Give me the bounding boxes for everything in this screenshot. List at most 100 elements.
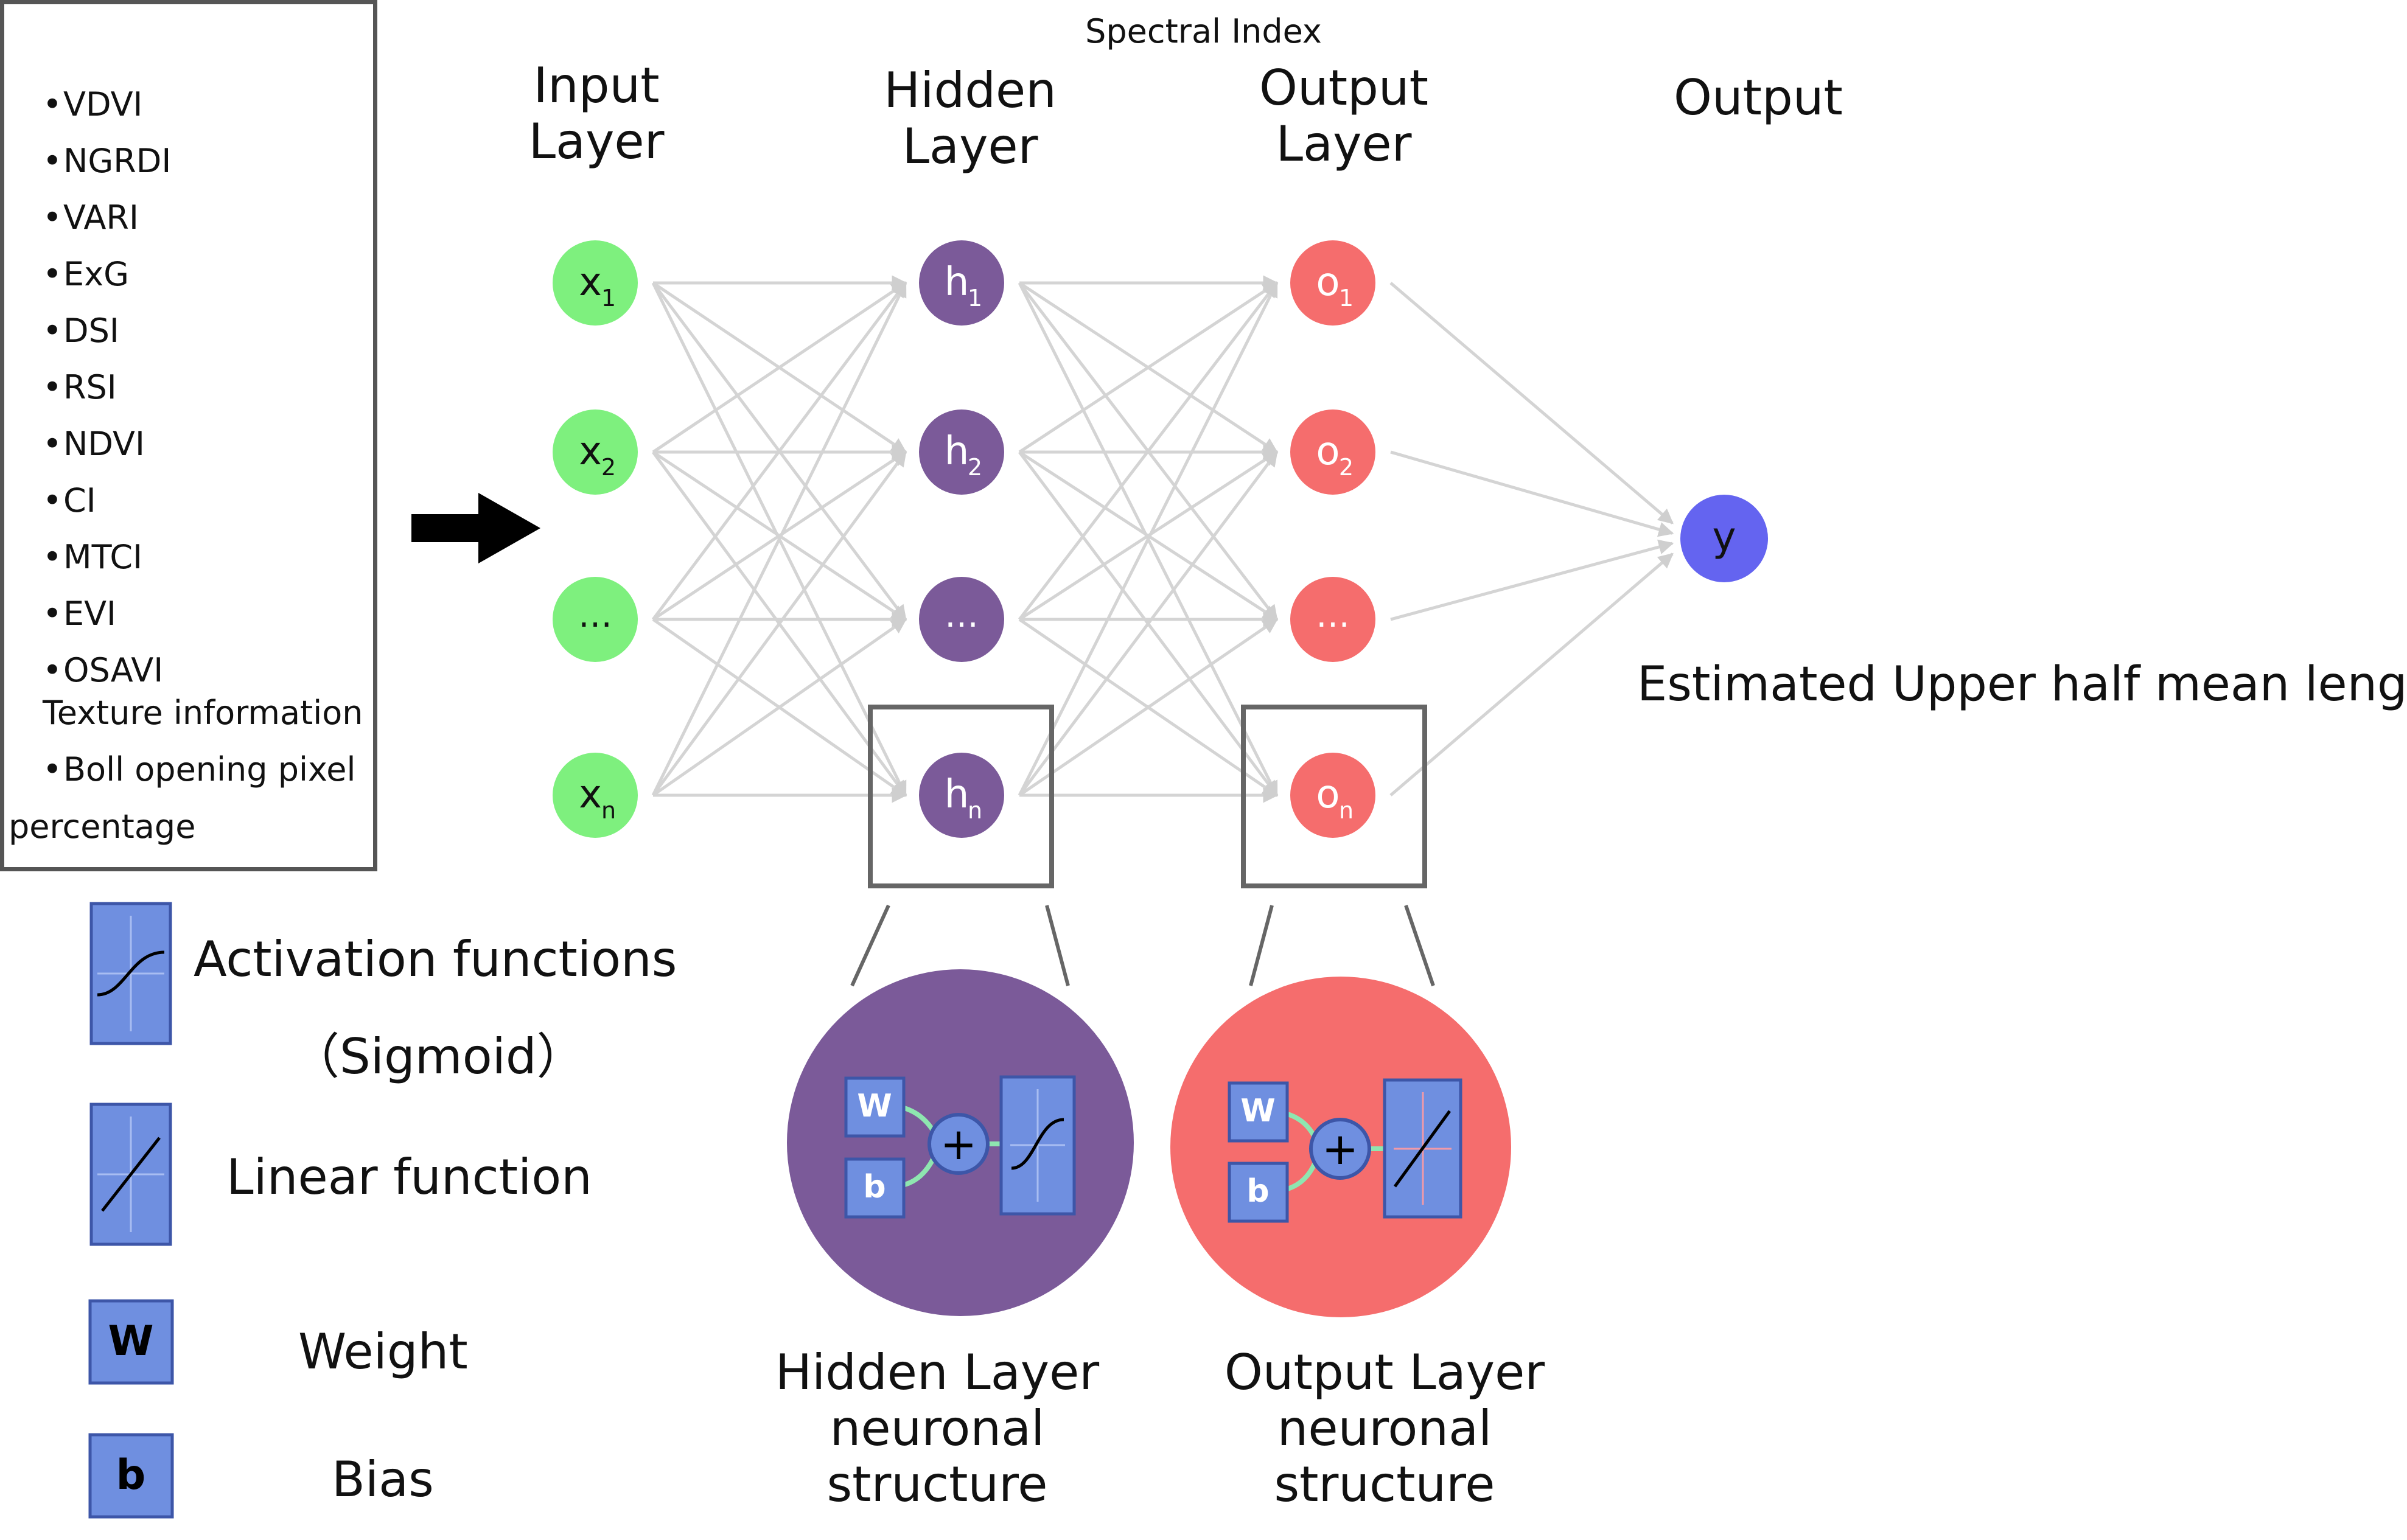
svg-text:2: 2 <box>968 454 982 481</box>
connection-edge <box>1018 451 1278 796</box>
legend-weight-icon: W <box>88 1299 174 1385</box>
zoom-line <box>1404 905 1435 986</box>
final-output-node: y <box>1680 495 1768 582</box>
spectral-index-title: Spectral Index <box>1085 12 1322 51</box>
connection-edge <box>652 282 907 621</box>
svg-text:n: n <box>1339 797 1354 824</box>
texture-item: •Boll opening pixel <box>43 750 356 789</box>
spectral-index-item: •VDVI <box>43 85 143 124</box>
input-node-3: … <box>553 577 638 662</box>
legend-bias-icon: b <box>88 1433 174 1519</box>
hidden-node-1: h1 <box>919 240 1004 326</box>
svg-text:o: o <box>1316 260 1340 305</box>
connection-edge <box>1390 539 1674 621</box>
connection-edge <box>1018 281 1279 796</box>
texture-info-title: Texture information <box>43 694 363 732</box>
svg-text:x: x <box>579 772 602 817</box>
legend-sigmoid-label: （Sigmoid） <box>291 1028 585 1085</box>
svg-text:1: 1 <box>968 285 982 312</box>
output-node-1: o1 <box>1290 240 1375 326</box>
svg-text:1: 1 <box>601 285 616 312</box>
linear-icon <box>1383 1078 1462 1219</box>
output-node-2: o2 <box>1290 409 1375 495</box>
bias-icon: b <box>1228 1162 1289 1223</box>
connection-edge <box>651 450 907 796</box>
texture-item-cont: percentage <box>9 807 196 846</box>
weight-icon: W <box>844 1076 906 1138</box>
svg-text:b: b <box>116 1451 146 1499</box>
spectral-index-item: •NGRDI <box>43 142 172 180</box>
svg-text:+: + <box>1322 1123 1358 1174</box>
hidden-node-3: … <box>919 577 1004 662</box>
output-title: Output <box>1674 69 1843 126</box>
connection-edge <box>652 618 907 797</box>
svg-text:h: h <box>945 260 969 305</box>
estimated-output-label: Estimated Upper half mean length <box>1637 657 2407 712</box>
svg-text:W: W <box>857 1088 892 1124</box>
spectral-index-item: •MTCI <box>43 538 143 576</box>
input-node-1: x1 <box>553 240 638 326</box>
spectral-index-item: •RSI <box>43 368 117 406</box>
svg-text:x: x <box>579 260 602 305</box>
sigmoid-icon <box>999 1075 1076 1216</box>
svg-text:y: y <box>1712 514 1736 560</box>
input-arrow-icon <box>411 493 540 563</box>
legend-sigmoid-icon <box>89 902 172 1045</box>
output-node-4: on <box>1290 753 1375 838</box>
legend-linear-label: Linear function <box>226 1149 592 1205</box>
hidden-node-highlight-box <box>868 705 1054 888</box>
svg-text:o: o <box>1316 772 1340 817</box>
output-neuron-structure: W b + <box>1170 977 1511 1317</box>
connection-edge <box>1018 281 1279 454</box>
input-node-2: x2 <box>553 409 638 495</box>
connection-edge <box>651 281 907 796</box>
connection-edge <box>1018 282 1278 621</box>
legend-linear-icon <box>89 1103 172 1246</box>
svg-text:…: … <box>945 596 979 635</box>
svg-text:b: b <box>863 1169 886 1205</box>
connection-edge <box>652 281 907 454</box>
spectral-index-item: •OSAVI <box>43 651 164 689</box>
svg-text:W: W <box>1240 1093 1275 1129</box>
svg-text:b: b <box>1246 1173 1269 1210</box>
spectral-index-item: •NDVI <box>43 425 145 463</box>
connection-edge <box>1390 450 1674 537</box>
zoom-line <box>850 904 890 987</box>
svg-text:1: 1 <box>1339 285 1354 312</box>
sum-icon: + <box>928 1113 990 1175</box>
svg-text:x: x <box>579 429 602 474</box>
hidden-neuron-structure: W b + <box>787 969 1134 1316</box>
svg-text:2: 2 <box>601 454 616 481</box>
zoom-line <box>1045 905 1070 986</box>
spectral-index-item: •CI <box>43 481 96 520</box>
weight-icon: W <box>1228 1081 1289 1143</box>
connection-edge <box>1389 552 1674 796</box>
svg-text:n: n <box>601 797 616 824</box>
svg-text:+: + <box>940 1118 977 1169</box>
spectral-index-item: •ExG <box>43 255 129 293</box>
legend-activation-label: Activation functions <box>194 931 677 988</box>
hidden-node-4: hn <box>919 753 1004 838</box>
spectral-index-item: •VARI <box>43 198 139 237</box>
svg-text:…: … <box>1316 596 1350 635</box>
svg-text:n: n <box>968 797 982 824</box>
legend-bias-label: Bias <box>332 1451 434 1508</box>
zoom-line <box>1249 905 1274 986</box>
output-node-highlight-box <box>1241 705 1427 888</box>
output-node-3: … <box>1290 577 1375 662</box>
sum-icon: + <box>1309 1118 1371 1180</box>
spectral-index-item: •DSI <box>43 312 119 350</box>
svg-text:h: h <box>945 429 969 474</box>
legend-weight-label: Weight <box>298 1323 468 1380</box>
svg-text:…: … <box>578 596 612 635</box>
bias-icon: b <box>844 1157 906 1219</box>
svg-text:h: h <box>945 772 969 817</box>
connection-edge <box>1389 282 1674 524</box>
